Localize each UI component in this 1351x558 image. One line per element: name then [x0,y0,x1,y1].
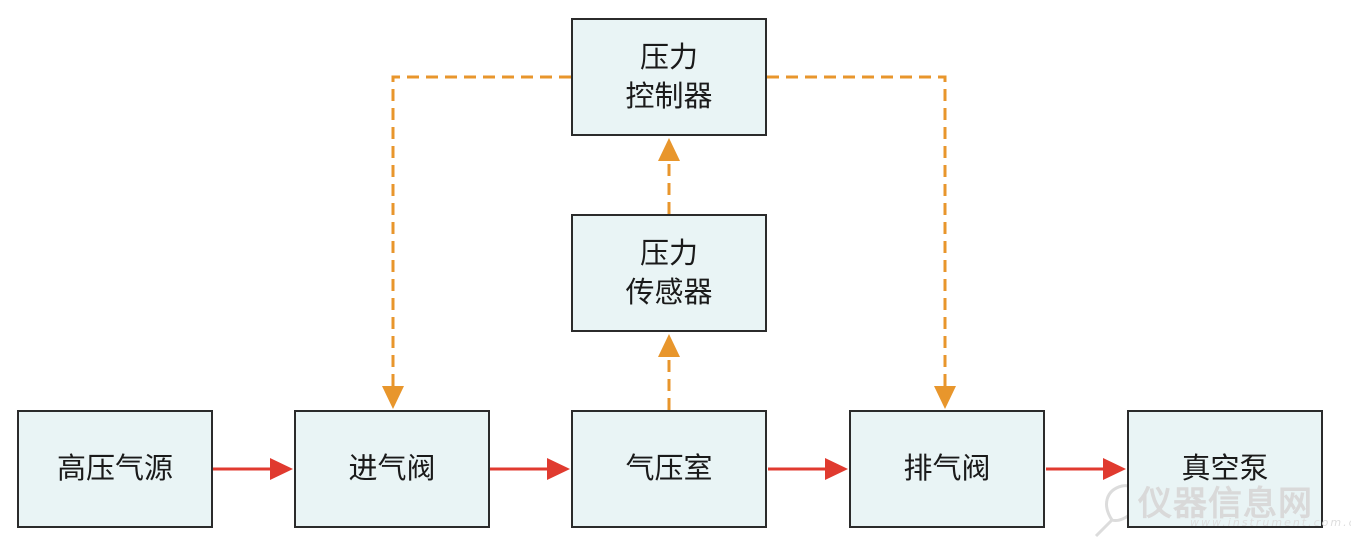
flow-arrows [213,458,1126,480]
control-arrows [391,75,947,410]
flow-arrow-inlet-to-chamber [490,458,570,480]
node-pressure-controller: 压力 控制器 [571,18,767,136]
node-exhaust-valve: 排气阀 [849,410,1045,528]
flow-arrow-exhaust-to-pump [1046,458,1126,480]
control-arrowheads [382,138,956,409]
node-pressure-sensor: 压力 传感器 [571,214,767,332]
node-pressure-chamber: 气压室 [571,410,767,528]
node-label-high-pressure-source: 高压气源 [56,451,173,486]
node-label-pressure-controller: 压力 控制器 [625,39,713,113]
node-label-inlet-valve: 进气阀 [348,451,436,486]
watermark: 仪器信息网 [1138,476,1313,525]
flow-arrow-source-to-inlet [213,458,293,480]
arrowhead-to-inlet-valve [382,386,404,409]
flow-arrow-chamber-to-exhaust [768,458,848,480]
node-vacuum-pump: 真空泵 [1127,410,1323,528]
arrowhead-to-exhaust-valve [934,386,956,409]
watermark-url: www.instrument.com.cn [1190,516,1351,529]
node-label-pressure-chamber: 气压室 [625,451,713,486]
node-label-vacuum-pump: 真空泵 [1181,451,1269,486]
node-label-pressure-sensor: 压力 传感器 [625,235,713,309]
node-inlet-valve: 进气阀 [294,410,490,528]
control-arrow-controller-to-exhaust [767,75,947,390]
node-high-pressure-source: 高压气源 [17,410,213,528]
node-label-exhaust-valve: 排气阀 [903,451,991,486]
control-arrow-controller-to-inlet [391,75,571,390]
arrowhead-to-controller [658,138,680,161]
watermark-name: 仪器信息网 [1138,484,1313,524]
arrowhead-to-sensor [658,334,680,357]
